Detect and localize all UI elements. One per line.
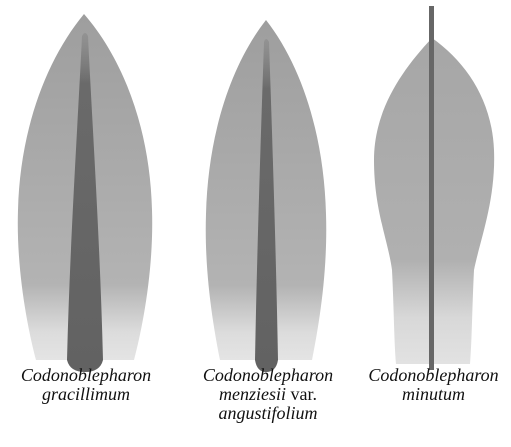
- genus-name: Codonoblepharon: [368, 365, 498, 385]
- rank-label: var.: [291, 384, 318, 404]
- species-epithet: minutum: [402, 384, 465, 404]
- species-epithet: menziesii: [219, 384, 286, 404]
- species-epithet: gracillimum: [42, 384, 130, 404]
- caption-gracillimum: Codonoblepharon gracillimum: [0, 366, 172, 404]
- leaf-illustration-menziesii: [188, 0, 348, 372]
- leaf-illustration-minutum: [366, 0, 506, 372]
- leaf-illustration-gracillimum: [6, 0, 166, 372]
- leaf-blade: [374, 38, 494, 364]
- caption-menziesii: Codonoblepharon menziesii var. angustifo…: [180, 366, 356, 423]
- infraspecific-name: angustifolium: [218, 403, 317, 423]
- genus-name: Codonoblepharon: [21, 365, 151, 385]
- caption-minutum: Codonoblepharon minutum: [356, 366, 511, 404]
- leaf-costa: [429, 6, 434, 370]
- genus-name: Codonoblepharon: [203, 365, 333, 385]
